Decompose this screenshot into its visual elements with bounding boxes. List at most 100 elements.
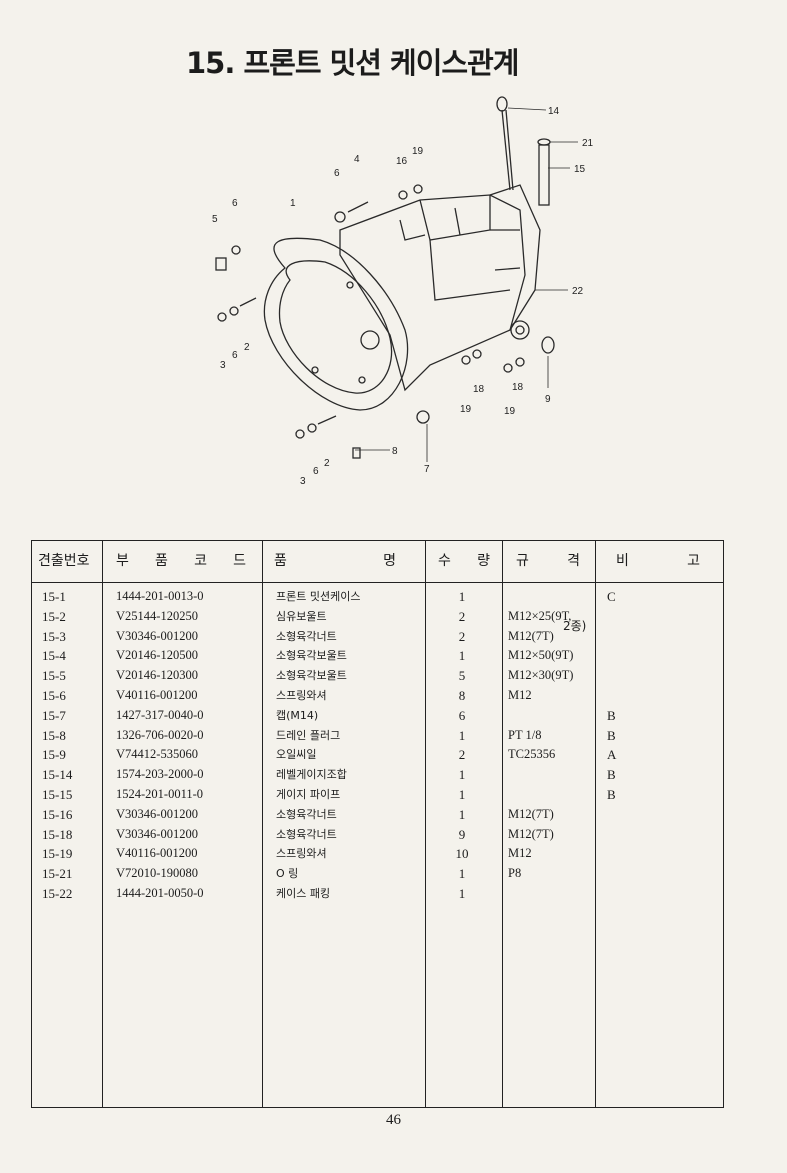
column-divider [262, 541, 263, 1107]
callout-label: 4 [354, 154, 360, 165]
part-code: V20146-120500 [116, 648, 198, 663]
part-code: 1427-317-0040-0 [116, 707, 204, 722]
callout-label: 2 [244, 342, 250, 353]
column-divider [595, 541, 596, 1107]
part-qty: 2 [458, 608, 466, 624]
callout-label: 3 [300, 476, 306, 487]
part-code: 1574-203-2000-0 [116, 767, 204, 782]
part-qty: 2 [458, 747, 466, 763]
part-no: 15-1 [42, 589, 66, 604]
part-name: 게이지 파이프 [276, 787, 341, 801]
part-remark: B [607, 786, 616, 802]
callout-label: 6 [334, 168, 340, 179]
table-row: 15-18 V30346-001200 소형육각너트 9 M12(7T) [32, 825, 723, 845]
callout-label: 16 [396, 156, 408, 167]
part-name: 스프링와셔 [276, 847, 327, 861]
part-code: V40116-001200 [116, 846, 198, 861]
part-name: 소형육각보울트 [276, 669, 347, 683]
part-no: 15-4 [42, 648, 66, 664]
part-code: V30346-001200 [116, 806, 198, 821]
part-no: 15-3 [42, 628, 66, 644]
part-no: 15-9 [42, 747, 66, 763]
spec-note: 2종) [563, 619, 587, 633]
part-no: 15-7 [42, 707, 66, 723]
part-spec: M12×25(9T, [508, 608, 572, 623]
part-no: 15-14 [42, 767, 73, 783]
part-name: O 링 [276, 867, 299, 881]
callout-label: 2 [324, 458, 330, 469]
callout-label: 15 [574, 164, 586, 175]
part-qty: 9 [458, 826, 466, 842]
part-name: 심유보울트 [276, 609, 327, 623]
part-spec: M12(7T) [508, 628, 554, 643]
part-qty: 8 [458, 687, 466, 703]
part-spec: TC25356 [508, 747, 556, 762]
callout-label: 5 [212, 214, 218, 225]
callout-label: 1 [290, 198, 296, 209]
callout-label: 6 [313, 466, 319, 477]
part-name: 소형육각보울트 [276, 649, 347, 663]
callout-label: 19 [412, 146, 424, 157]
part-spec: M12 [508, 687, 532, 702]
table-row: 15-3 V30346-001200 소형육각너트 2 M12(7T) [32, 627, 723, 647]
part-no: 15-18 [42, 826, 73, 842]
part-code: V30346-001200 [116, 628, 198, 643]
part-name: 소형육각너트 [276, 827, 337, 841]
part-remark: C [607, 589, 616, 604]
part-spec: P8 [508, 866, 522, 881]
part-name: 소형육각너트 [276, 629, 337, 643]
part-name: 드레인 플러그 [276, 728, 341, 742]
callout-label: 19 [504, 406, 516, 417]
part-code: V30346-001200 [116, 826, 198, 841]
part-code: 1444-201-0013-0 [116, 589, 204, 603]
part-no: 15-8 [42, 727, 66, 743]
part-code: V74412-535060 [116, 747, 198, 762]
part-spec: M12×30(9T) [508, 668, 574, 683]
part-qty: 1 [458, 727, 466, 743]
callout-label: 14 [548, 106, 560, 117]
part-spec: M12(7T) [508, 806, 554, 821]
part-qty: 1 [458, 806, 466, 822]
part-callouts: 14 21 15 22 9 18 19 18 19 16 19 6 4 1 6 … [212, 106, 594, 487]
callout-label: 22 [572, 286, 584, 297]
part-qty: 1 [458, 767, 466, 783]
part-name: 케이스 패킹 [276, 886, 331, 900]
part-name: 레벨게이지조합 [276, 768, 347, 782]
callout-label: 9 [545, 394, 551, 405]
part-code: V40116-001200 [116, 687, 198, 702]
page-title: 15. 프론트 밋션 케이스관계 [186, 46, 519, 80]
part-code: 1444-201-0050-0 [116, 885, 204, 900]
part-name: 캡(M14) [276, 708, 319, 722]
part-code: 1524-201-0011-0 [116, 786, 204, 801]
part-no: 15-16 [42, 806, 73, 822]
column-divider [102, 541, 103, 1107]
part-spec: M12×50(9T) [508, 648, 574, 663]
part-no: 15-5 [42, 668, 66, 684]
part-qty: 1 [458, 885, 466, 901]
transmission-case-drawing: 14 21 15 22 9 18 19 18 19 16 19 6 4 1 6 … [212, 96, 594, 487]
page-number: 46 [386, 1112, 401, 1128]
exploded-parts-diagram: 14 21 15 22 9 18 19 18 19 16 19 6 4 1 6 … [190, 90, 610, 490]
part-spec: M12(7T) [508, 826, 554, 841]
part-name: 오일씨일 [276, 748, 317, 762]
part-qty: 1 [458, 786, 466, 802]
part-code: V72010-190080 [116, 866, 198, 881]
part-qty: 2 [458, 628, 466, 644]
callout-label: 18 [473, 384, 485, 395]
